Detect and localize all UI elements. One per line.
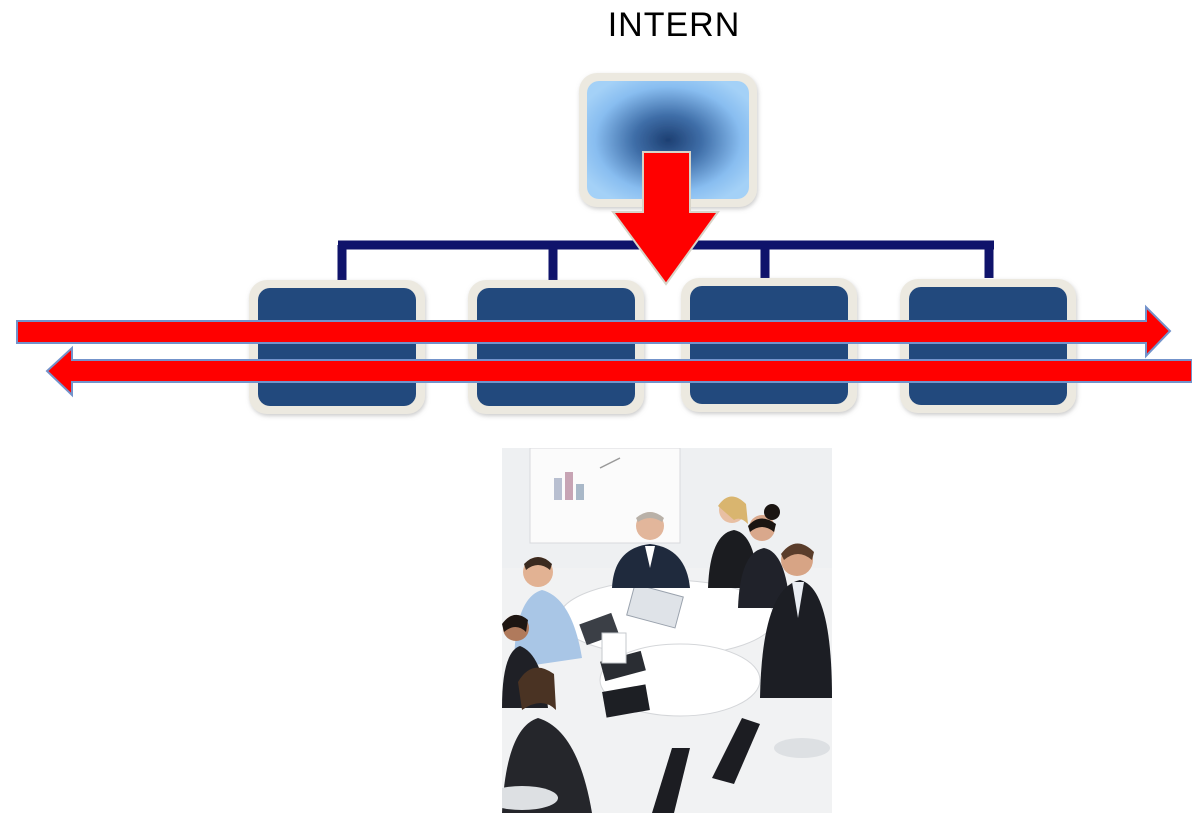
person-right [760,543,832,698]
child-node-4 [900,279,1076,413]
business-meeting-photo [502,448,832,813]
top-node [579,73,757,207]
arrow-left-icon [45,345,1192,398]
person-center [612,512,690,588]
org-chart-diagram [16,73,1192,414]
arrow-right-icon [16,304,1172,359]
diagram-title: INTERN [607,6,741,44]
child-node-2 [468,280,644,414]
person-left [514,557,582,668]
child-node-1 [249,280,425,414]
person-darkhair [738,504,790,608]
arrow-down-icon [611,151,720,286]
child-node-3 [681,278,857,412]
